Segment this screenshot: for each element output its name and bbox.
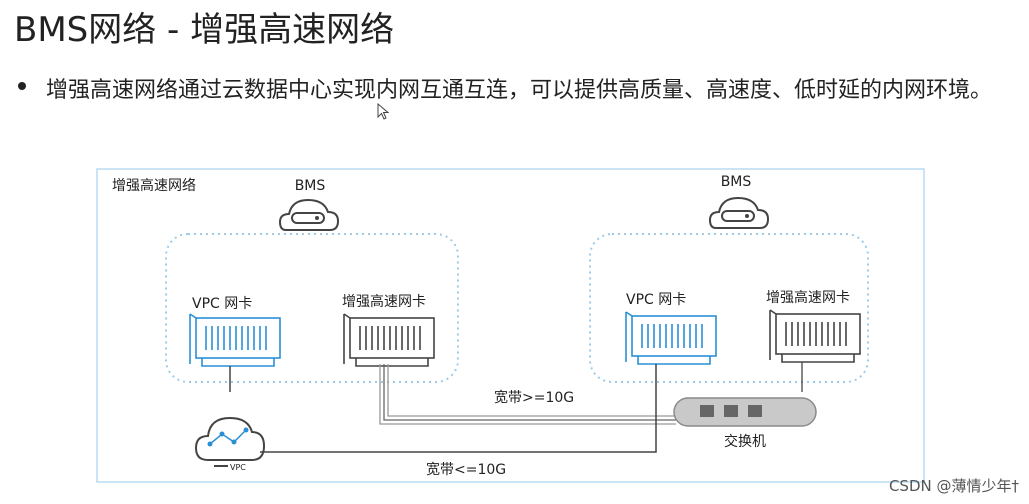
bullet-dot: [18, 82, 26, 90]
vpc-nic-right-icon: [625, 311, 717, 365]
bms-left-icon: [278, 198, 340, 231]
bandwidth-low-label: 宽带<=10G: [426, 461, 506, 478]
enhanced-network-link: [379, 362, 803, 425]
enh-nic-right-icon: [769, 309, 861, 363]
vpc-cloud-icon: [194, 416, 266, 467]
region-label: 增强高速网络: [112, 177, 196, 194]
network-diagram: 增强高速网络 BMS BMS VPC 网卡 增强高速网卡 VPC 网卡 增强高速…: [96, 168, 926, 494]
page-title: BMS网络 - 增强高速网络: [14, 10, 395, 50]
bms-right-icon: [708, 196, 770, 229]
enh-nic-left-label: 增强高速网卡: [342, 293, 426, 310]
mouse-cursor-icon: [377, 103, 390, 120]
enh-nic-right-label: 增强高速网卡: [766, 289, 850, 306]
host-right-box: [589, 233, 869, 383]
enh-nic-left-icon: [343, 313, 435, 367]
vpc-network-link: [229, 364, 657, 453]
bandwidth-high-label: 宽带>=10G: [494, 389, 574, 406]
bms-right-label: BMS: [721, 174, 752, 190]
switch-label: 交换机: [724, 433, 766, 450]
vpc-nic-right-label: VPC 网卡: [626, 292, 686, 308]
bullet-text: 增强高速网络通过云数据中心实现内网互通互连，可以提供高质量、高速度、低时延的内网…: [46, 78, 993, 103]
vpc-badge-label: VPC: [230, 463, 246, 472]
watermark: CSDN @薄情少年†: [888, 477, 1019, 495]
bms-left-label: BMS: [295, 178, 326, 194]
vpc-nic-left-label: VPC 网卡: [192, 296, 252, 312]
vpc-nic-left-icon: [189, 313, 281, 367]
switch-icon: [673, 397, 817, 427]
